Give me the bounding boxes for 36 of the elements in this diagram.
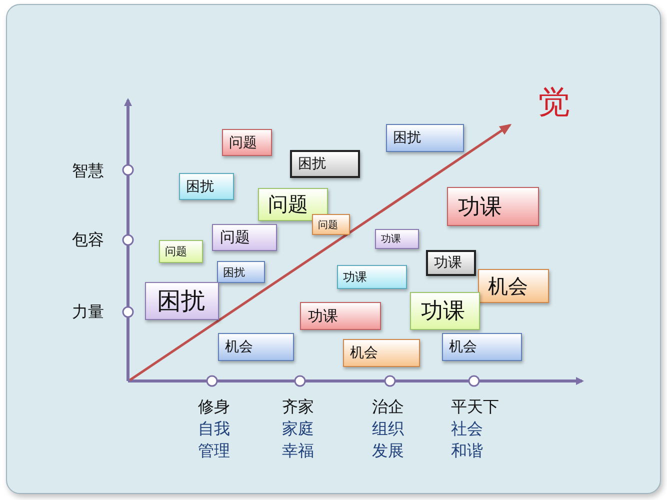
term-box: 困扰 [179, 173, 234, 200]
tick-label: 发展 [372, 443, 404, 459]
axis-label: 力量 [72, 304, 104, 320]
tick-label: 管理 [198, 443, 230, 459]
term-box: 机会 [343, 339, 420, 367]
term-box: 困扰 [217, 261, 265, 283]
term-box: 功课 [375, 229, 419, 249]
tick-label: 和谐 [451, 443, 483, 459]
term-box: 问题 [258, 188, 328, 221]
term-box: 机会 [442, 333, 522, 361]
tick-label: 组织 [372, 421, 404, 437]
term-box: 功课 [337, 265, 407, 289]
term-box: 困扰 [386, 124, 464, 152]
term-box: 机会 [478, 269, 549, 303]
tick-label: 治企 [372, 399, 404, 415]
term-box: 功课 [410, 292, 480, 330]
term-box: 困扰 [290, 150, 360, 178]
term-box: 机会 [218, 333, 294, 361]
term-box: 问题 [212, 224, 277, 251]
term-box: 功课 [426, 250, 476, 276]
tick-label: 修身 [198, 399, 230, 415]
tick-label: 平天下 [451, 399, 499, 415]
term-box: 问题 [159, 240, 203, 263]
tick-label: 社会 [451, 421, 483, 437]
axis-label: 智慧 [72, 163, 104, 179]
title-glyph: 觉 [538, 86, 570, 118]
tick-label: 自我 [198, 421, 230, 437]
term-box: 困扰 [145, 282, 219, 320]
tick-label: 齐家 [282, 399, 314, 415]
term-box: 问题 [312, 214, 350, 235]
term-box: 问题 [222, 129, 272, 156]
term-box: 功课 [300, 302, 381, 330]
tick-label: 家庭 [282, 421, 314, 437]
tick-label: 幸福 [282, 443, 314, 459]
axis-label: 包容 [72, 232, 104, 248]
term-box: 功课 [447, 187, 539, 226]
